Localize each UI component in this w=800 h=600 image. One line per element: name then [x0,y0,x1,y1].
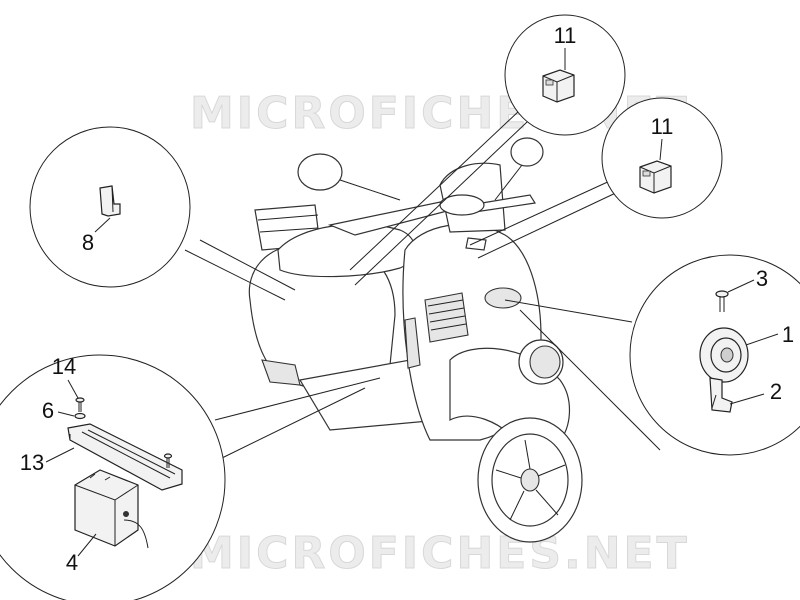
callout-2: 2 [770,379,782,404]
horn-bracket-icon [709,377,733,413]
horn-grille [484,287,522,309]
horn-screw-icon [715,290,729,312]
detail-circle-battery: 14 6 13 4 [0,354,226,600]
left-mirror [297,153,343,191]
detail-circle-horn: 3 1 2 [629,254,800,456]
screw-icon [75,397,85,412]
detail-circle-bracket: 8 [29,126,191,288]
callout-13: 13 [20,450,44,475]
detail-circle-relay-top: 11 [504,14,626,136]
callout-4: 4 [66,550,78,575]
washer-icon [74,412,86,420]
callout-14: 14 [52,354,76,379]
relay-icon [542,69,575,103]
tray-screw-icon [163,453,173,468]
front-wheel [477,417,583,543]
side-vent [424,292,469,343]
callout-11-top: 11 [554,23,577,48]
watermark-bottom: MICROFICHES.NET [190,528,690,579]
callout-6: 6 [42,398,54,423]
relay-icon [639,160,672,194]
leader-lines [184,104,661,459]
callout-8: 8 [82,230,94,255]
bracket-icon [99,185,121,217]
detail-circle-relay-right: 11 [601,97,723,219]
battery-icon [74,469,149,549]
scooter-illustration [248,137,583,543]
battery-tray-icon [67,423,183,491]
callout-11-right: 11 [651,114,674,139]
horn-icon [699,327,749,383]
callout-1: 1 [782,322,794,347]
right-mirror [510,137,544,167]
callout-3: 3 [756,266,768,291]
